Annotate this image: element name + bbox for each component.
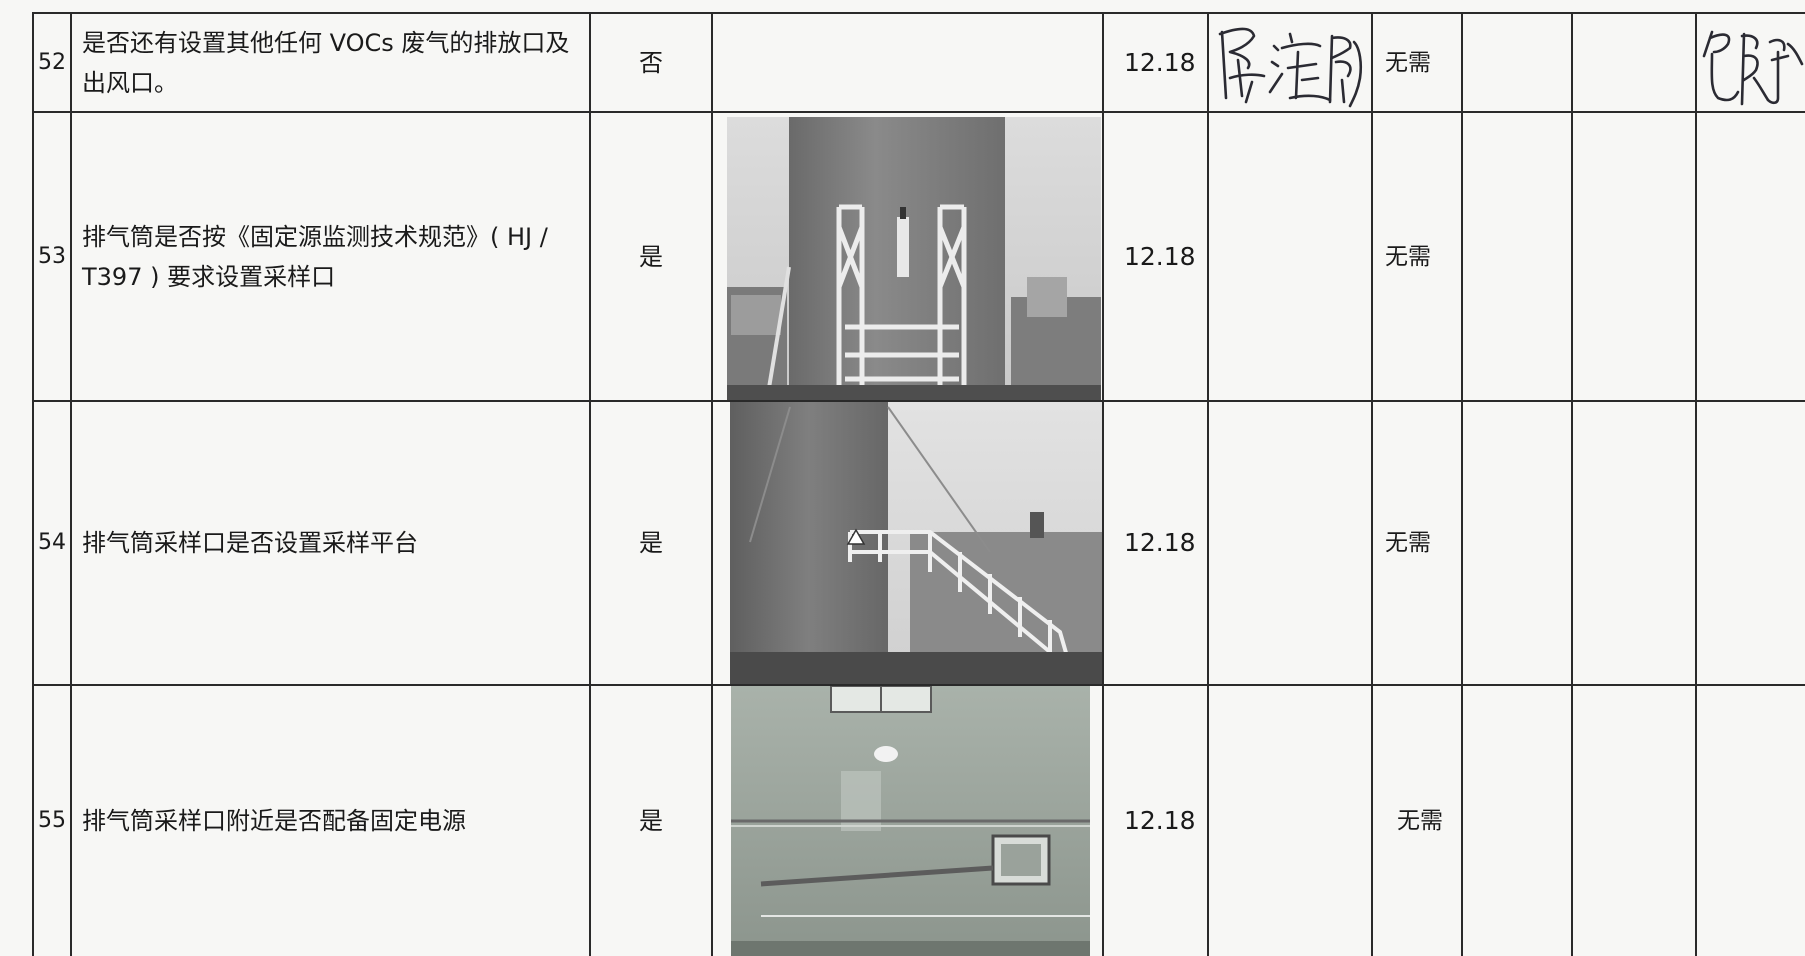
check-result: 是: [639, 807, 663, 835]
column-divider: [1207, 12, 1209, 956]
row-number: 55: [38, 808, 66, 833]
rectification-status: 无需: [1385, 243, 1431, 270]
check-result: 是: [639, 529, 663, 557]
inspector-signature: [1212, 18, 1372, 108]
column-divider: [70, 12, 72, 956]
column-divider: [589, 12, 591, 956]
check-result: 否: [639, 48, 663, 77]
check-result: 是: [639, 242, 663, 271]
column-divider: [1371, 12, 1373, 956]
rectification-status: 无需: [1397, 808, 1443, 834]
column-divider: [1461, 12, 1463, 956]
column-divider: [711, 12, 713, 956]
check-date: 12.18: [1124, 241, 1196, 271]
rectification-status: 无需: [1385, 530, 1431, 556]
row-divider: [32, 684, 1805, 686]
row-number: 52: [38, 49, 66, 75]
reviewer-signature: [1698, 20, 1805, 110]
row-number: 54: [38, 530, 66, 555]
evidence-photo-sampling-port: [727, 117, 1101, 400]
row-divider: [32, 400, 1805, 402]
row-divider: [32, 12, 1805, 14]
rectification-status: 无需: [1385, 49, 1431, 76]
check-item-text: 是否还有设置其他任何 VOCs 废气的排放口及出风口。: [82, 28, 570, 97]
check-item-text: 排气筒是否按《固定源监测技术规范》( HJ / T397 ) 要求设置采样口: [82, 222, 548, 291]
column-divider: [1571, 12, 1573, 956]
check-item-text: 排气筒采样口是否设置采样平台: [82, 529, 418, 557]
row-number: 53: [38, 243, 66, 269]
evidence-photo-power-box: [731, 686, 1090, 956]
column-divider: [1102, 12, 1104, 956]
column-divider: [1695, 12, 1697, 956]
check-date: 12.18: [1124, 528, 1196, 557]
check-date: 12.18: [1124, 806, 1196, 835]
evidence-photo-sampling-platform: [730, 402, 1102, 684]
check-item-text: 排气筒采样口附近是否配备固定电源: [82, 807, 466, 835]
column-divider: [32, 12, 34, 956]
row-divider: [32, 111, 1805, 113]
check-date: 12.18: [1124, 47, 1196, 77]
